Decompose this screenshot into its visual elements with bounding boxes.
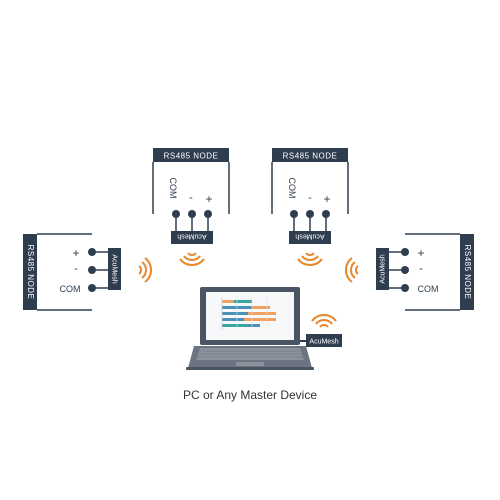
acumesh-label: AcuMesh	[111, 254, 118, 283]
caption: PC or Any Master Device	[183, 388, 317, 402]
screen-dashboard	[221, 297, 276, 330]
terminal-label-minus: -	[189, 192, 193, 204]
terminal-label-com: COM	[287, 178, 297, 199]
rs485-node-right: RS485 NODE + - COM AcuMesh	[345, 233, 474, 311]
terminal-label-com: COM	[168, 178, 178, 199]
node-title: RS485 NODE	[463, 245, 472, 300]
terminal-label-minus: -	[419, 263, 423, 275]
terminal-label-plus: +	[323, 192, 330, 206]
terminal-label-plus: +	[72, 246, 79, 260]
terminal-label-com: COM	[60, 284, 81, 294]
acumesh-module	[306, 334, 342, 347]
acumesh-module	[289, 231, 331, 244]
wireless-signal-icon	[179, 252, 205, 266]
wireless-signal-icon	[345, 257, 359, 283]
rs485-node-top-right: RS485 NODE COM - + AcuMesh	[271, 148, 349, 266]
acumesh-label: AcuMesh	[177, 233, 206, 240]
node-title: RS485 NODE	[164, 152, 219, 161]
laptop: AcuMesh	[186, 287, 342, 370]
wireless-signal-icon	[297, 252, 323, 266]
acumesh-module	[108, 248, 121, 290]
terminal-label-minus: -	[74, 263, 78, 275]
acumesh-module	[171, 231, 213, 244]
terminal-label-minus: -	[308, 192, 312, 204]
wireless-signal-icon	[311, 314, 337, 328]
acumesh-label: AcuMesh	[379, 254, 386, 283]
node-title: RS485 NODE	[26, 245, 35, 300]
wireless-signal-icon	[138, 257, 152, 283]
terminal-label-plus: +	[417, 246, 424, 260]
terminal-label-plus: +	[205, 192, 212, 206]
acumesh-module	[376, 248, 389, 290]
terminal-label-com: COM	[418, 284, 439, 294]
touchpad	[236, 362, 264, 366]
acumesh-label: AcuMesh	[295, 233, 324, 240]
rs485-node-top-left: RS485 NODE COM - + AcuMesh	[152, 148, 230, 266]
acumesh-label: AcuMesh	[309, 339, 338, 346]
node-title: RS485 NODE	[283, 152, 338, 161]
rs485-node-left: RS485 NODE + - COM AcuMesh	[23, 233, 152, 311]
